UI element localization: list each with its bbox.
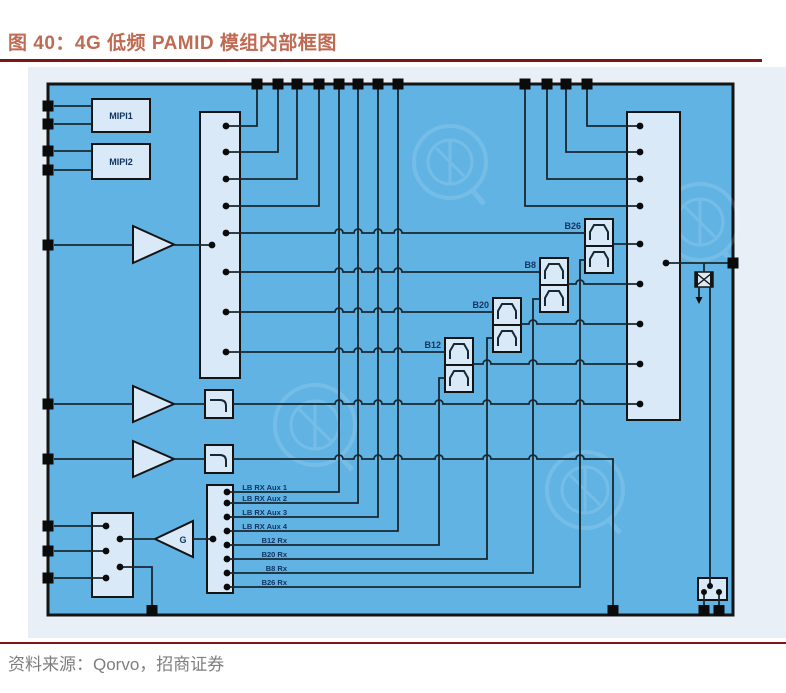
rx-port-label: B26 Rx	[262, 578, 288, 587]
duplexer-b26-label: B26	[564, 221, 581, 231]
mipi1-block	[91, 98, 151, 133]
lowpass-filter-glyph	[210, 454, 227, 467]
rx-port-label: LB RX Aux 3	[242, 508, 287, 517]
lowpass-filter1-block	[204, 389, 234, 419]
duplexer-b12-label: B12	[424, 340, 441, 350]
directional-coupler	[694, 271, 714, 304]
duplexers	[444, 218, 614, 393]
watermark-icon	[545, 450, 625, 535]
amplifiers: G	[132, 224, 194, 559]
duplexer-b12	[444, 337, 474, 393]
duplexer-b20-label: B20	[472, 300, 489, 310]
mipi2-block	[91, 143, 151, 180]
rx-port-label: B20 Rx	[262, 550, 288, 559]
watermark-icon	[273, 383, 357, 472]
diagram-labels: MIPI1 MIPI2 B26 B8 B20 B12 LB RX Aux 1 L…	[109, 111, 581, 587]
watermark-icon	[412, 124, 488, 206]
duplexer-b8	[539, 257, 569, 313]
bandpass-filter-glyph	[589, 224, 609, 240]
rx-port-label: B12 Rx	[262, 536, 288, 545]
bandpass-filter-glyph	[449, 343, 469, 359]
bandpass-filter-glyph	[544, 263, 564, 279]
wires	[54, 89, 733, 606]
bandpass-filter-glyph	[497, 303, 517, 319]
rx-port-label: LB RX Aux 4	[242, 522, 288, 531]
lowpass-filter2-block	[204, 444, 234, 474]
duplexer-b26	[584, 218, 614, 274]
bandpass-filter-glyph	[497, 330, 517, 346]
rx-port-label: B8 Rx	[266, 564, 288, 573]
connection-dots	[102, 122, 722, 595]
io-terminals	[42, 78, 739, 616]
watermark-group	[273, 124, 740, 535]
bottom-rule	[0, 642, 786, 644]
duplexer-b20	[492, 297, 522, 353]
title-rule	[0, 59, 762, 62]
duplexer-b8-label: B8	[524, 260, 536, 270]
rx-port-label: LB RX Aux 2	[242, 494, 287, 503]
bandpass-filter-glyph	[449, 370, 469, 386]
mipi1-label: MIPI1	[109, 111, 133, 121]
coupler-termination-block	[697, 577, 728, 601]
aux-input-switch-block	[91, 512, 134, 598]
diagram-canvas	[46, 82, 735, 617]
arrow-head	[695, 297, 703, 304]
lna-gain-label: G	[179, 535, 186, 545]
mipi2-label: MIPI2	[109, 157, 133, 167]
figure-title: 图 40：4G 低频 PAMID 模组内部框图	[8, 33, 337, 54]
lowpass-filter-glyph	[210, 399, 227, 412]
bandpass-filter-glyph	[544, 290, 564, 306]
antenna-switch-block	[626, 111, 681, 421]
source-note: 资料来源：Qorvo，招商证券	[8, 655, 225, 674]
rx-port-label: LB RX Aux 1	[242, 483, 287, 492]
bandpass-filter-glyph	[589, 251, 609, 267]
